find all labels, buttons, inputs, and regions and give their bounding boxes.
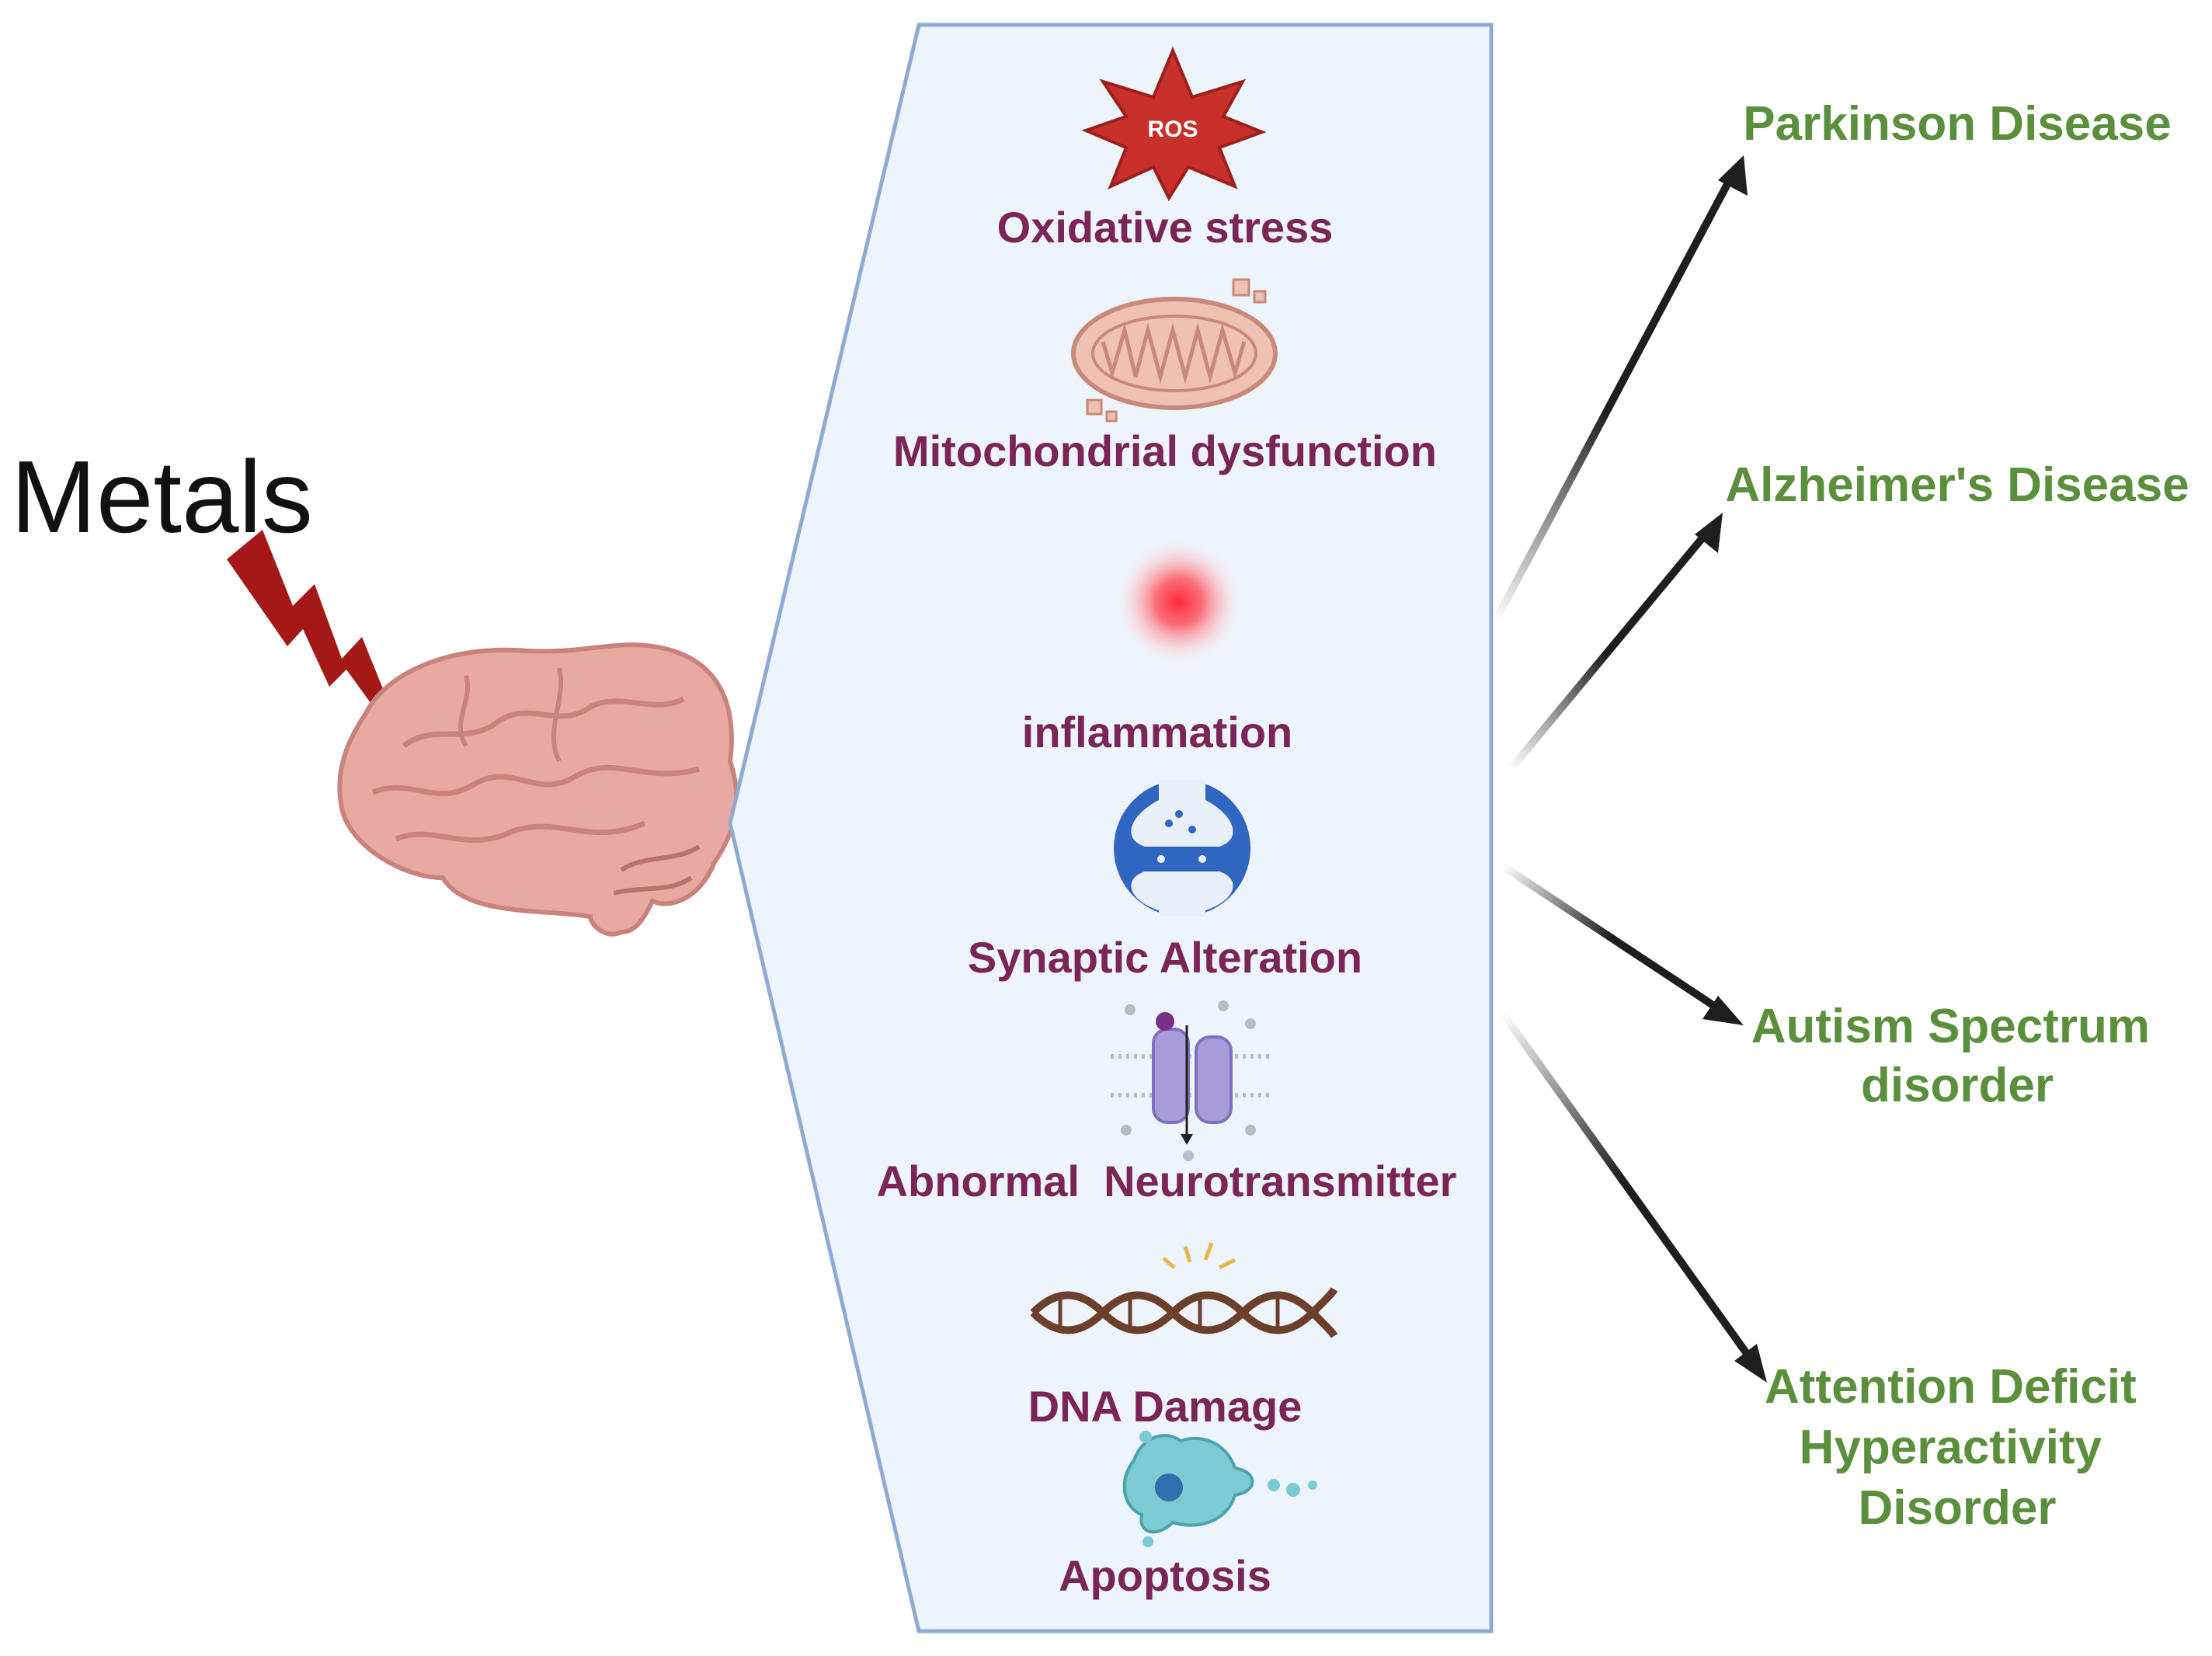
disease-label-line: Alzheimer's Disease [1725,458,2189,512]
arrow-to-adhd [1499,1010,1759,1369]
disease-label-line: disorder [1861,1059,2054,1112]
disease-label-line: Hyperactivity [1800,1421,2102,1474]
disease-label-autism: Autism Spectrum disorder [1751,1000,2164,1112]
arrow-to-parkinson [1491,169,1737,625]
arrow-to-alzheimers [1507,523,1716,773]
inflammation-glow-icon [1113,536,1245,668]
mitochondrion-icon [1071,278,1278,423]
arrow-head-alzheimers [1695,513,1723,553]
ros-icon-text: ROS [1147,117,1198,142]
lightning-bolt-icon [227,530,412,760]
disease-label-adhd: Attention Deficit Hyperactivity Disorder [1765,1360,2150,1535]
ion-channel-icon [1111,1000,1274,1161]
disease-label-line: Autism Spectrum [1751,1000,2150,1053]
synapse-icon [1114,780,1250,917]
arrow-head-parkinson [1718,155,1748,196]
dna-helix-icon [1030,1242,1338,1338]
mechanism-label-apoptosis: Apoptosis [1059,1551,1271,1600]
disease-label-line: Parkinson Disease [1743,97,2171,151]
disease-label-line: Attention Deficit [1765,1360,2137,1414]
brain-icon [337,642,739,937]
mechanism-label-oxidative-stress: Oxidative stress [997,203,1334,252]
ros-burst-icon: ROS [1081,46,1267,202]
metals-label: Metals [11,440,313,554]
mechanism-label-inflammation: inflammation [1022,708,1292,757]
mechanism-label-abnormal-neurotransmitter: Abnormal Neurotransmitter [877,1157,1457,1205]
mechanism-label-mitochondrial-dysfunction: Mitochondrial dysfunction [893,426,1437,475]
mechanisms-panel [728,23,1494,1633]
mechanism-label-synaptic-alteration: Synaptic Alteration [968,933,1362,982]
arrow-head-autism [1702,996,1744,1025]
disease-label-line: Disorder [1859,1481,2057,1535]
apoptotic-cell-icon [1122,1431,1317,1547]
disease-label-parkinson: Parkinson Disease [1743,97,2171,151]
disease-label-alzheimers: Alzheimer's Disease [1725,458,2189,512]
mechanism-label-dna-damage: DNA Damage [1028,1382,1303,1431]
arrow-head-adhd [1734,1344,1767,1383]
arrow-to-autism [1499,862,1730,1018]
